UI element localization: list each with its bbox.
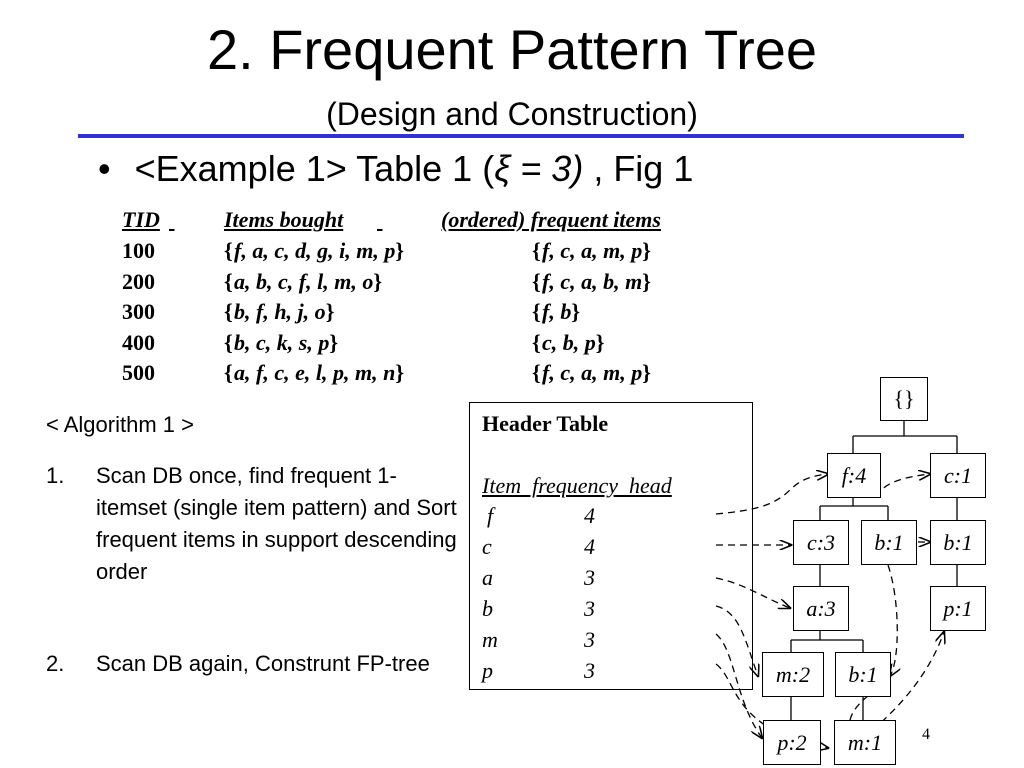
col-header-items: Items bought (224, 207, 344, 232)
header-frequency: 3 (584, 596, 595, 621)
brace-close: } (329, 329, 338, 355)
tid-cell: 200 (122, 268, 155, 294)
tid-cell: 500 (122, 360, 155, 385)
frequent-items-cell: c, b, p (542, 329, 596, 355)
header-frequency: 3 (584, 627, 595, 652)
step-number: 1. (46, 463, 65, 488)
tree-node-p1: p:1 (930, 586, 986, 631)
col-header-frequent: (ordered) frequent items (441, 207, 661, 232)
tree-node-f4: f:4 (827, 453, 881, 498)
tree-node-b1-b: b:1 (930, 520, 986, 565)
step-text: Scan DB again, Construnt FP-tree (96, 651, 430, 676)
header-table-title: Header Table (482, 411, 609, 436)
brace-open: { (224, 268, 233, 294)
brace-close: } (595, 329, 605, 355)
items-bought-cell: b, f, h, j, o (234, 299, 326, 324)
example-bullet: • <Example 1> Table 1 (ξ = 3) , Fig 1 (98, 147, 693, 191)
tree-node-a3: a:3 (793, 586, 849, 631)
tree-node-b1-a: b:1 (861, 520, 917, 565)
page-number: 4 (922, 726, 930, 743)
bullet-text-post: , Fig 1 (583, 148, 694, 189)
items-bought-cell: f, a, c, d, g, i, m, p (234, 238, 396, 263)
header-item: b (482, 596, 493, 621)
header-frequency: 3 (584, 565, 595, 590)
header-item: p (482, 658, 493, 683)
tid-cell: 400 (122, 329, 155, 355)
brace-close: } (325, 299, 335, 324)
brace-close: } (642, 238, 651, 263)
brace-close: } (571, 299, 580, 324)
head-link-p (715, 663, 828, 748)
frequent-items-cell: f, c, a, b, m (542, 268, 643, 294)
header-frequency: 3 (584, 658, 595, 683)
header-table-columns: Item frequency head (482, 473, 672, 498)
brace-open: { (532, 360, 541, 385)
brace-open: { (224, 299, 233, 324)
head-link-m (715, 633, 762, 738)
header-table-box: Header Table Item frequency head f 4 c 4 a 3 b… (469, 402, 753, 690)
brace-open: { (224, 238, 233, 263)
tid-cell: 100 (122, 238, 155, 263)
step-text: Scan DB once, find frequent 1-itemset (s… (96, 463, 457, 584)
col-header-tid: TID (122, 207, 160, 232)
items-bought-cell: a, b, c, f, l, m, o (234, 268, 374, 294)
tree-node-m1: m:1 (834, 720, 896, 765)
brace-open: { (532, 268, 541, 294)
brace-open: { (224, 329, 233, 355)
bullet-marker: • (98, 148, 111, 189)
bullet-xi: ξ = 3) (494, 148, 584, 189)
slide-subtitle: (Design and Construction) (326, 96, 698, 132)
head-link-a (715, 577, 790, 608)
brace-open: { (532, 299, 541, 324)
brace-open: { (224, 360, 233, 385)
tree-node-c1: c:1 (930, 453, 986, 498)
frequent-items-cell: f, c, a, m, p (542, 238, 643, 263)
brace-close: } (642, 268, 651, 294)
header-item: a (482, 565, 493, 590)
header-frequency: 4 (584, 534, 595, 559)
brace-close: } (395, 360, 404, 385)
node-link-b-1 (887, 564, 897, 676)
frequent-items-cell: f, c, a, m, p (542, 360, 643, 385)
tree-node-c3: c:3 (793, 520, 849, 565)
brace-close: } (642, 360, 651, 385)
step-number: 2. (46, 651, 65, 676)
slide-title: 2. Frequent Pattern Tree (206, 18, 818, 81)
brace-open: { (532, 238, 541, 263)
algorithm-title: < Algorithm 1 > (46, 412, 194, 437)
header-frequency: 4 (584, 503, 595, 528)
tree-node-m2: m:2 (762, 652, 824, 697)
brace-close: } (373, 268, 382, 294)
frequent-items-cell: f, b (542, 299, 572, 324)
title-underline (78, 134, 964, 138)
brace-open: { (532, 329, 541, 355)
items-bought-cell: a, f, c, e, l, p, m, n (234, 360, 396, 385)
tree-node-p2: p:2 (763, 720, 821, 765)
header-item: f (487, 503, 494, 528)
head-link-b (715, 605, 758, 676)
tree-node-b1-c: b:1 (835, 652, 891, 697)
header-item: c (482, 534, 492, 559)
tid-cell: 300 (122, 299, 155, 324)
tree-node-root: {} (880, 377, 928, 421)
header-item: m (482, 627, 498, 652)
brace-close: } (395, 238, 404, 263)
node-link-c (877, 474, 930, 499)
bullet-text-pre: <Example 1> Table 1 ( (134, 148, 495, 189)
items-bought-cell: b, c, k, s, p (234, 329, 330, 355)
head-link-f (715, 474, 828, 515)
